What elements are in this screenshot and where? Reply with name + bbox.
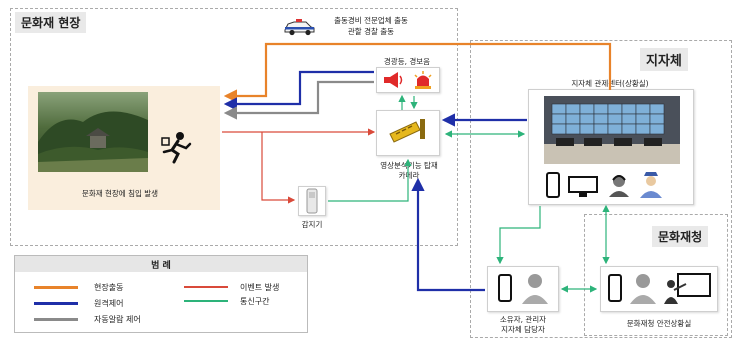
heritage-site-title: 문화재 현장 <box>15 12 87 33</box>
legend-swatch-remote <box>34 302 78 305</box>
intruder-icon <box>158 130 194 164</box>
warning-light-icon <box>412 70 434 90</box>
cha-title: 문화재청 <box>652 226 709 247</box>
legend-label-event: 이벤트 발생 <box>240 283 280 292</box>
legend-label-auto: 자동알람 제어 <box>94 315 141 324</box>
heritage-site-photo <box>38 92 148 172</box>
owner-phone-icon <box>498 274 512 302</box>
camera-line-2: 카메라 <box>398 171 420 180</box>
cha-room-label: 문화재청 안전상황실 <box>626 319 692 328</box>
patrol-car-icon <box>282 18 316 36</box>
siren-icon <box>382 70 404 90</box>
dispatch-line-2: 관할 경찰 출동 <box>347 27 395 36</box>
heritage-site-zone <box>10 8 458 246</box>
dispatch-line-1: 출동경비 전문업체 출동 <box>334 16 408 25</box>
owner-line-1: 소유자, 관리자 <box>499 315 547 324</box>
legend-title-bar <box>15 256 307 272</box>
owner-person-icon <box>520 272 550 304</box>
local-gov-title: 지자체 <box>640 48 688 71</box>
legend-label-comm: 통신구간 <box>240 297 270 306</box>
alarm-label: 경광등, 경보음 <box>383 57 431 66</box>
legend-label-dispatch: 현장출동 <box>94 283 124 292</box>
operator-icon <box>606 172 632 198</box>
cha-zone <box>584 214 728 336</box>
smartphone-icon <box>546 172 560 198</box>
sensor-label: 감지기 <box>301 220 323 229</box>
presenter-board-icon <box>662 272 712 304</box>
site-caption: 문화재 현장에 침입 발생 <box>81 189 159 198</box>
monitor-icon <box>568 176 598 198</box>
cctv-camera-icon <box>386 116 432 150</box>
legend-label-remote: 원격제어 <box>94 299 124 308</box>
legend-swatch-auto <box>34 318 78 321</box>
control-room-photo <box>544 96 680 164</box>
legend-swatch-event <box>184 286 228 288</box>
legend-title: 범 례 <box>151 261 171 271</box>
legend-swatch-comm <box>184 300 228 302</box>
control-center-label: 지자체 관제센터(상황실) <box>571 79 649 88</box>
cha-person-icon <box>628 272 658 304</box>
police-officer-icon <box>638 170 664 198</box>
legend-swatch-dispatch <box>34 286 78 289</box>
motion-sensor-icon <box>305 188 319 214</box>
owner-line-2: 지자체 담당자 <box>501 325 545 334</box>
cha-phone-icon <box>608 274 622 302</box>
